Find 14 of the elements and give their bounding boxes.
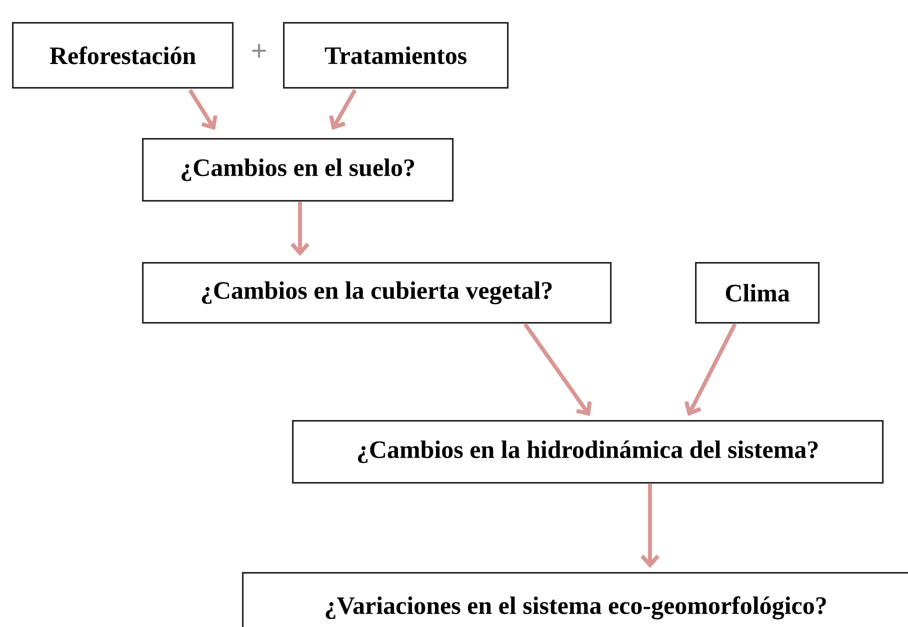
arrow <box>188 88 218 130</box>
process-box: ¿Variaciones en el sistema eco-geomorfológico? <box>242 572 908 627</box>
arrow <box>290 202 310 256</box>
arrow <box>640 484 660 568</box>
plus-sign: + <box>252 44 266 58</box>
process-box: ¿Cambios en el suelo? <box>142 138 454 202</box>
process-box: ¿Cambios en la cubierta vegetal? <box>142 262 612 324</box>
process-box: Reforestación <box>12 22 234 89</box>
process-box: Tratamientos <box>283 22 509 89</box>
arrow <box>684 323 737 416</box>
arrow <box>523 322 592 416</box>
process-box: Clima <box>695 262 820 324</box>
arrow <box>329 89 357 130</box>
process-box: ¿Cambios en la hidrodinámica del sistema? <box>292 420 884 484</box>
